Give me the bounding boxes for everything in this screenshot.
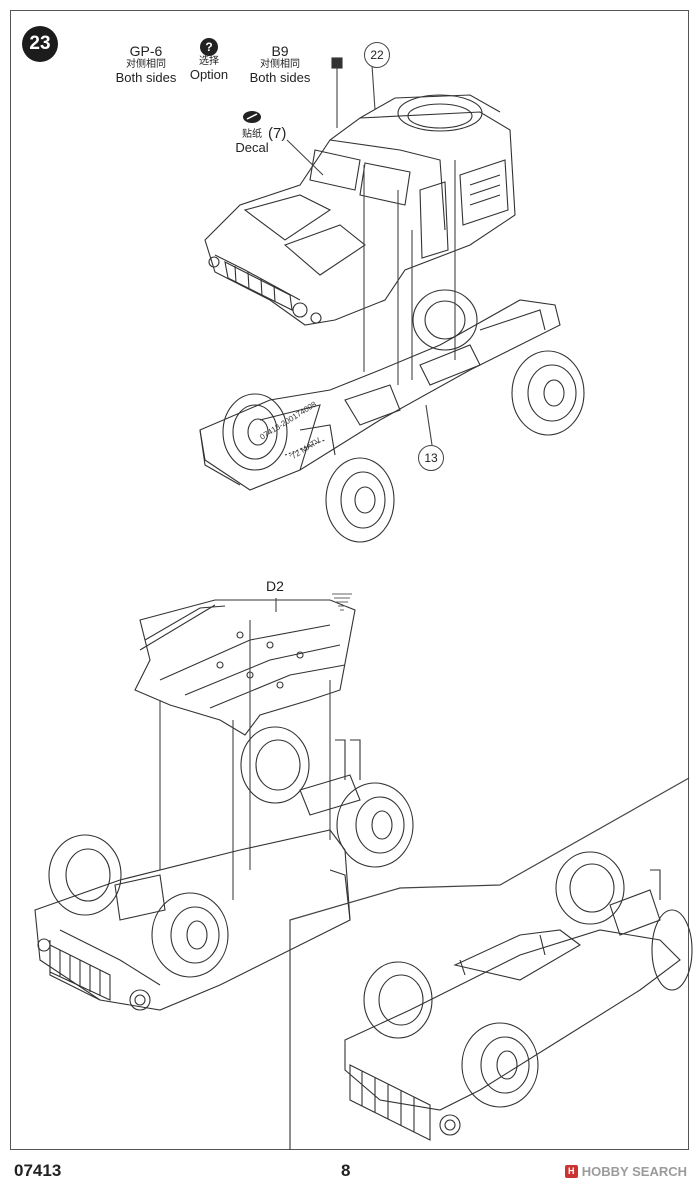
vehicle-body-drawing: [204, 57, 516, 326]
callout-gp6: GP-6 对侧相同 Both sides: [104, 43, 188, 86]
page-number: 8: [341, 1161, 351, 1180]
callout-option-cn: 选择: [199, 56, 219, 68]
down-arrow-icon: [332, 593, 352, 611]
callout-b9-code: B9: [271, 43, 289, 59]
callout-decal-cn: 贴纸: [242, 129, 262, 141]
product-code: 07413: [14, 1161, 62, 1180]
callout-decal: 贴纸 Decal: [227, 110, 277, 156]
callout-gp6-cn: 对侧相同: [126, 59, 166, 71]
wheel-lower-left-2: [151, 892, 229, 978]
decal-icon: [243, 111, 261, 123]
inset-wheel-4: [651, 909, 693, 991]
callout-b9-en: Both sides: [249, 69, 311, 85]
wheel-rear-left: [412, 289, 478, 351]
inset-assembled-drawing: [344, 851, 693, 1141]
callout-gp6-en: Both sides: [115, 69, 177, 85]
callout-gp6-code: GP-6: [129, 43, 163, 59]
chassis-decal-text: 07413-200174008: [258, 399, 318, 441]
wheel-rear-right: [511, 350, 585, 436]
decal-number: (7): [268, 125, 287, 142]
callout-b9: B9 对侧相同 Both sides: [240, 43, 320, 86]
part-chassis-number: 13: [418, 445, 444, 471]
wheel-lower-left-3: [240, 726, 310, 804]
flipped-chassis-drawing: [34, 726, 414, 1011]
inset-wheel-2: [461, 1022, 539, 1108]
callout-option: ? 选择 Option: [183, 38, 235, 83]
inset-grille: [349, 1064, 431, 1141]
chassis-decal-text-2: '72 MATV: [288, 436, 322, 462]
wheel-front-left: [222, 393, 288, 471]
page-frame: [10, 10, 689, 1150]
chassis-drawing: [199, 289, 585, 543]
brand-watermark: H HOBBY SEARCH: [564, 1164, 687, 1179]
callout-decal-en: Decal: [235, 139, 269, 155]
wheel-lower-left-4: [336, 782, 414, 868]
question-icon: ?: [200, 38, 218, 56]
step-number: 23: [22, 26, 58, 62]
part-underplate-label: D2: [266, 578, 284, 594]
callout-b9-cn: 对侧相同: [260, 59, 300, 71]
wheel-front-right: [325, 457, 395, 543]
brand-logo-icon: H: [564, 1165, 578, 1178]
inset-wheel-1: [363, 961, 433, 1039]
grille: [49, 944, 111, 1001]
callout-option-en: Option: [189, 66, 229, 82]
brand-name: HOBBY SEARCH: [581, 1164, 687, 1179]
wheel-lower-left-1: [48, 834, 122, 916]
part-body-number: 22: [364, 42, 390, 68]
underplate-drawing: [134, 599, 356, 736]
inset-wheel-3: [555, 851, 625, 925]
